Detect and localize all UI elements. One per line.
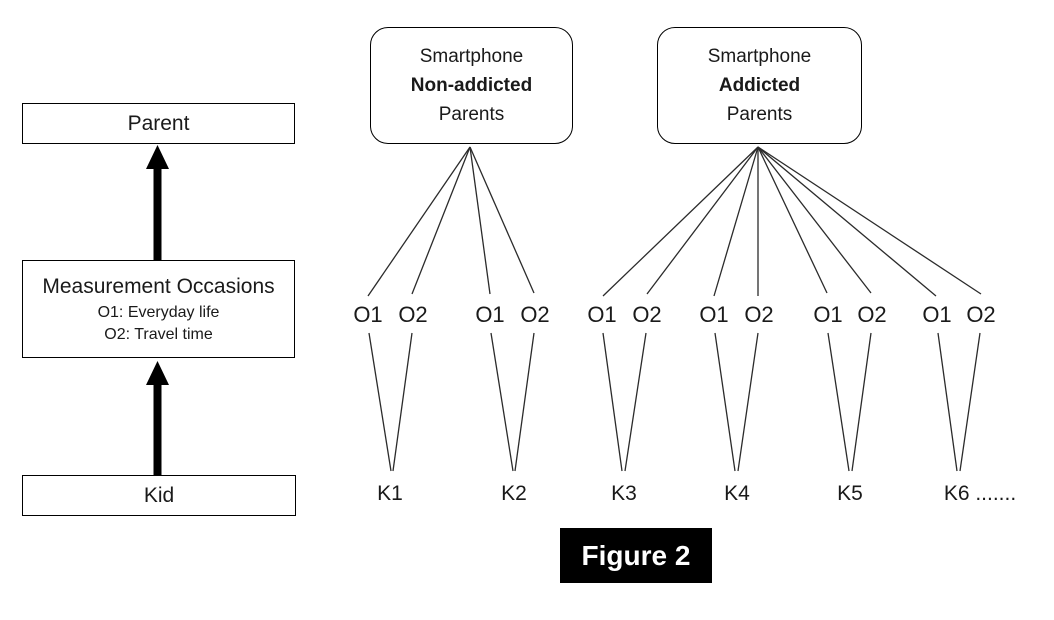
occasion-to-kid-lines [368,332,981,472]
kid-label: K1 [377,482,403,505]
group-line-1: Smartphone [707,46,812,67]
kid-label: K6 ....... [943,482,1017,505]
fan-addicted-lines [602,146,982,297]
occasion-label: O1 [353,302,383,327]
occasion-label: O1 [475,302,505,327]
arrow-up-kid-to-measurement-icon [146,361,169,475]
measurement-occasions-box: Measurement Occasions O1: Everyday life … [22,260,295,358]
kid-label: K2 [501,482,527,505]
occasion-label: O1 [699,302,729,327]
kid-box-label: Kid [143,483,175,507]
kid-label: K5 [837,482,863,505]
fan-nonaddicted-lines [367,146,535,297]
occasion-label: O2 [966,302,996,327]
smartphone-nonaddicted-parents-box: Smartphone Non-addicted Parents [370,27,573,144]
group-line-3: Parents [726,104,793,125]
kid-label: K4 [724,482,750,505]
group-line-2: Addicted [718,75,801,96]
occasion-label: O2 [632,302,662,327]
arrow-up-measurement-to-parent-icon [146,145,169,260]
measurement-occasion-1-label: O1: Everyday life [97,304,220,321]
occasion-label: O2 [398,302,428,327]
occasion-label: O1 [587,302,617,327]
smartphone-addicted-parents-box: Smartphone Addicted Parents [657,27,862,144]
parent-box-label: Parent [127,111,190,135]
kid-label: K3 [611,482,637,505]
group-line-3: Parents [438,104,505,125]
kid-box: Kid [22,475,296,516]
measurement-occasions-title: Measurement Occasions [42,275,275,298]
occasion-label: O1 [922,302,952,327]
parent-box: Parent [22,103,295,144]
measurement-occasion-2-label: O2: Travel time [104,326,213,343]
occasion-label: O2 [857,302,887,327]
occasion-label: O2 [520,302,550,327]
occasion-label: O1 [813,302,843,327]
figure-caption-label: Figure 2 [581,539,691,571]
figure-caption: Figure 2 [560,528,712,583]
group-line-1: Smartphone [419,46,524,67]
occasion-label: O2 [744,302,774,327]
group-line-2: Non-addicted [410,75,533,96]
